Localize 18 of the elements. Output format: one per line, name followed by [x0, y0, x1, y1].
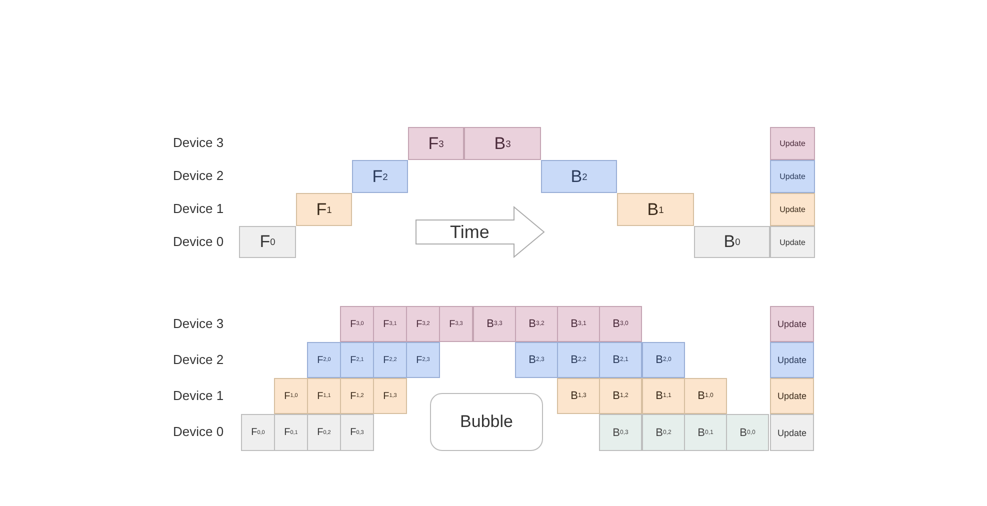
time-arrow: Time: [415, 206, 545, 258]
update-block: Update: [770, 160, 815, 193]
update-block: Update: [770, 342, 814, 378]
update-block: Update: [770, 414, 814, 451]
update-block: Update: [770, 306, 814, 342]
row-label: Device 3: [173, 316, 224, 331]
update-block: Update: [770, 378, 814, 414]
row-label: Device 2: [173, 168, 224, 183]
row-label: Device 0: [173, 424, 224, 439]
update-block: Update: [770, 226, 815, 258]
row-label: Device 1: [173, 388, 224, 403]
row-label: Device 2: [173, 352, 224, 367]
row-label: Device 1: [173, 201, 224, 216]
update-block: Update: [770, 127, 815, 160]
update-block: Update: [770, 193, 815, 226]
row-label: Device 3: [173, 135, 224, 150]
bubble-box: Bubble: [430, 393, 543, 451]
row-label: Device 0: [173, 234, 224, 249]
